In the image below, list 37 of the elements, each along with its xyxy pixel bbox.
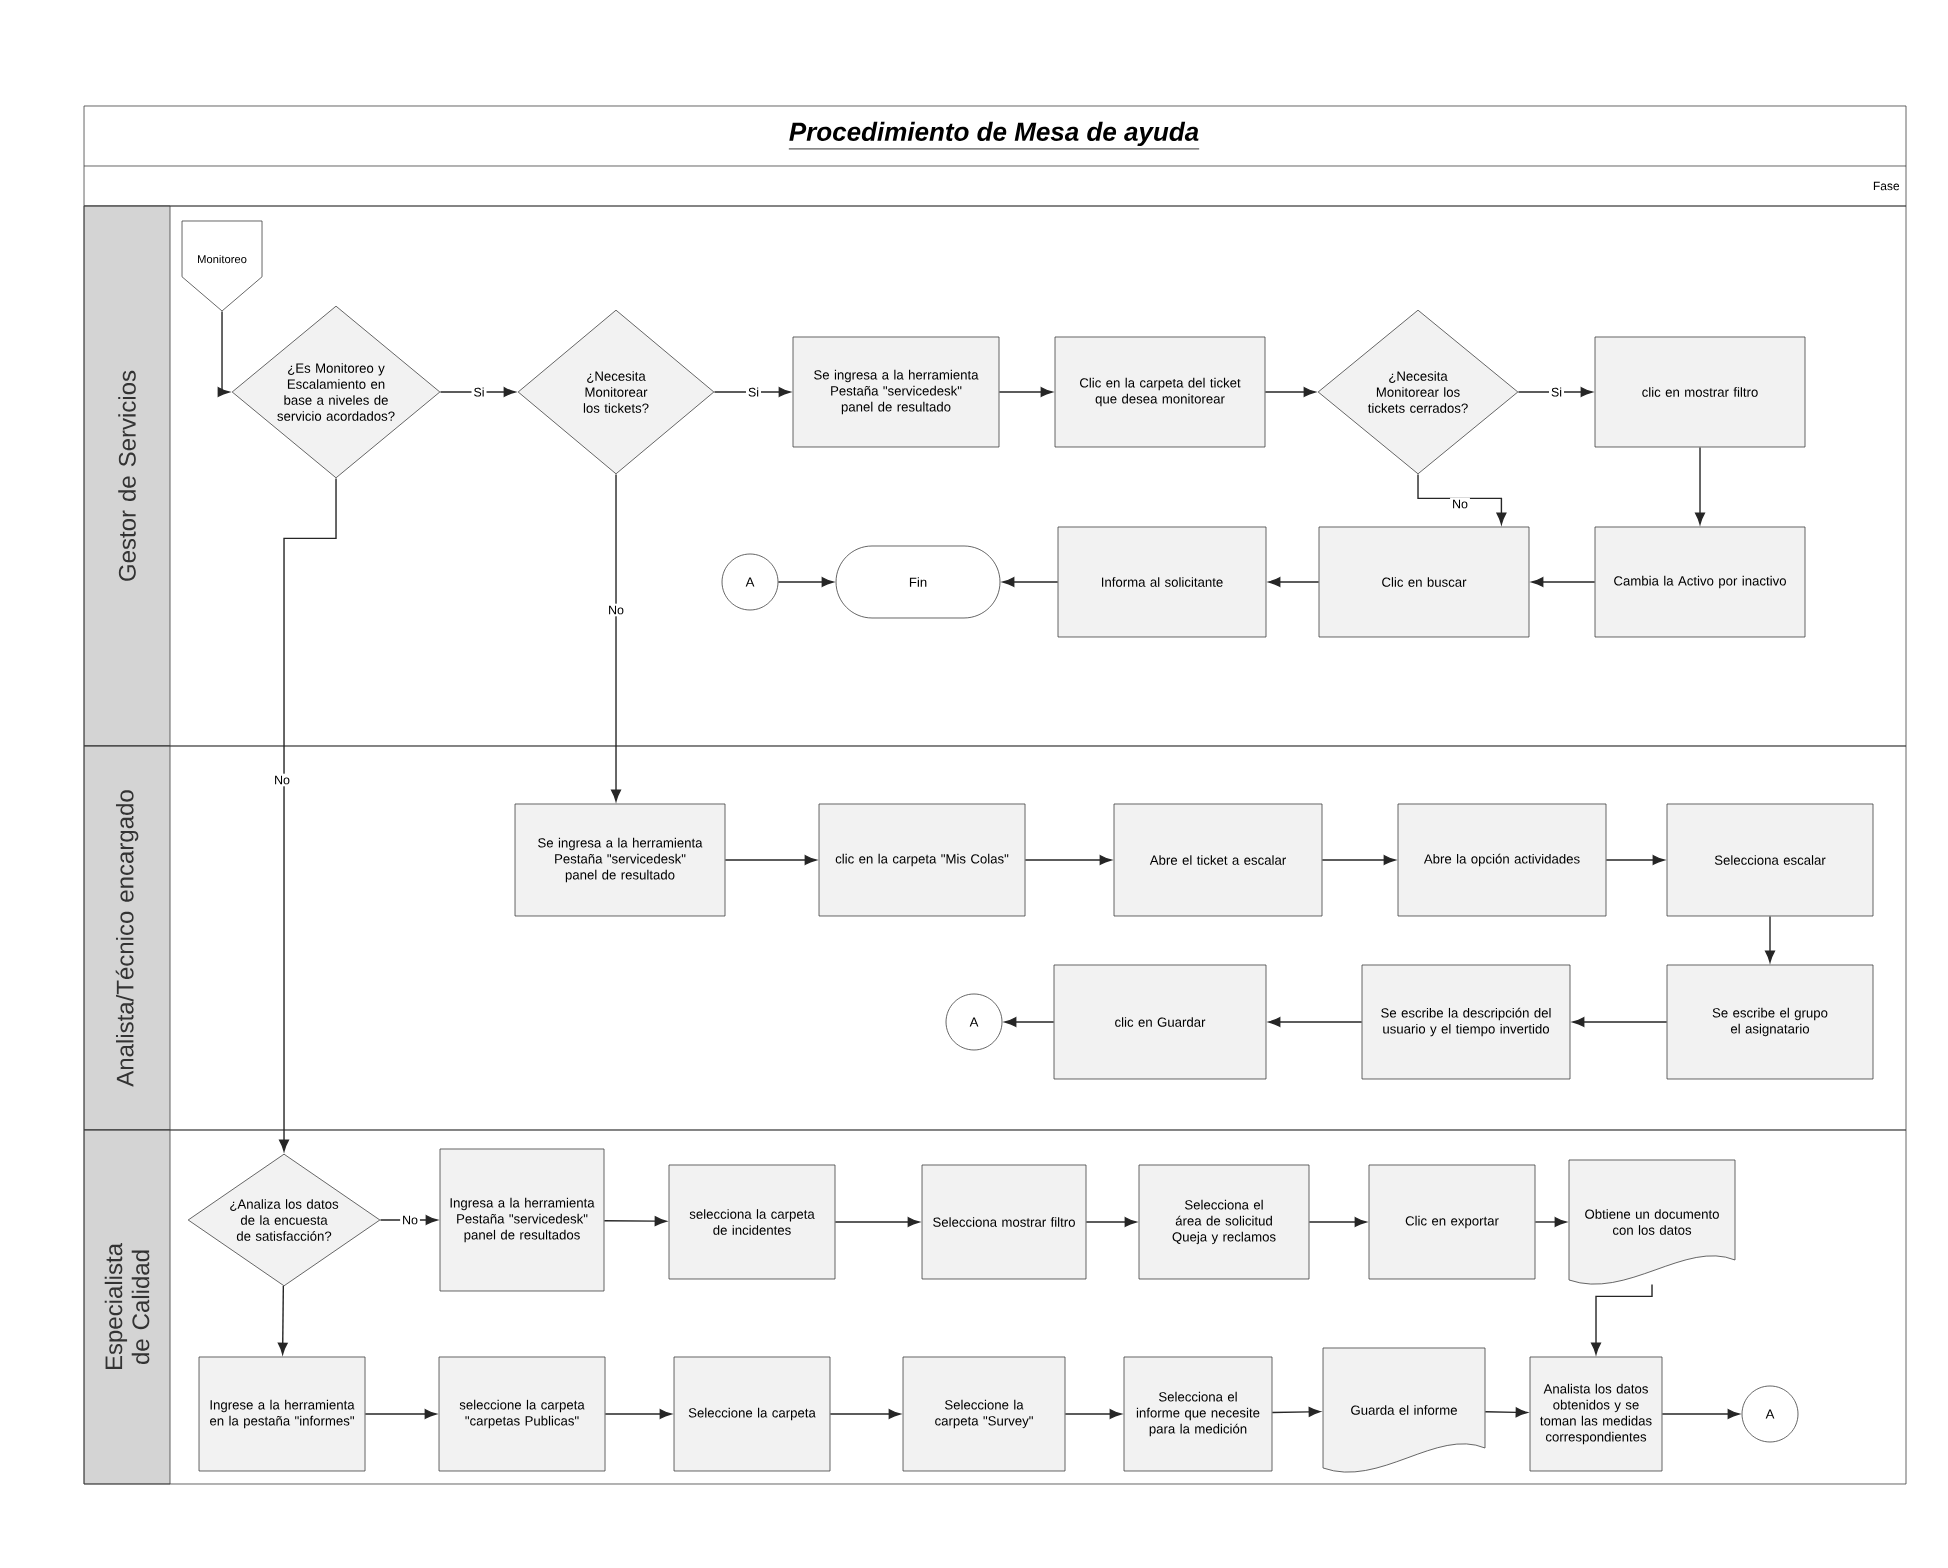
arrow [217, 310, 230, 397]
arrow [279, 477, 337, 1152]
arrow [1695, 446, 1705, 525]
arrow [1271, 1406, 1321, 1417]
arrow [1004, 1017, 1055, 1027]
arrow [611, 473, 621, 802]
arrow [1002, 577, 1059, 587]
arrow [1268, 1017, 1363, 1027]
arrow [1517, 387, 1593, 397]
title: Procedimiento de Mesa de ayuda [788, 121, 1200, 150]
arrow [603, 1216, 667, 1227]
arrow [1572, 1017, 1668, 1027]
arrow [713, 387, 791, 397]
arrow [439, 387, 516, 397]
arrow [1085, 1217, 1137, 1227]
arrow [998, 387, 1053, 397]
arrow [1765, 915, 1775, 963]
arrow [724, 855, 817, 865]
arrow [1531, 577, 1596, 587]
arrow [1591, 1283, 1653, 1355]
arrow [1661, 1409, 1740, 1419]
arrow [1484, 1407, 1528, 1418]
arrow [364, 1409, 437, 1419]
arrow [1534, 1217, 1567, 1227]
arrow [1321, 855, 1396, 865]
arrow [277, 1285, 288, 1355]
arrow [1417, 473, 1507, 525]
arrow [1268, 577, 1320, 587]
arrow [834, 1217, 920, 1227]
arrow [829, 1409, 901, 1419]
arrow [1264, 387, 1316, 397]
arrow [777, 577, 834, 587]
arrow [1308, 1217, 1367, 1227]
arrow [1605, 855, 1665, 865]
arrow [1064, 1409, 1122, 1419]
arrow [604, 1409, 672, 1419]
arrow [1024, 855, 1112, 865]
